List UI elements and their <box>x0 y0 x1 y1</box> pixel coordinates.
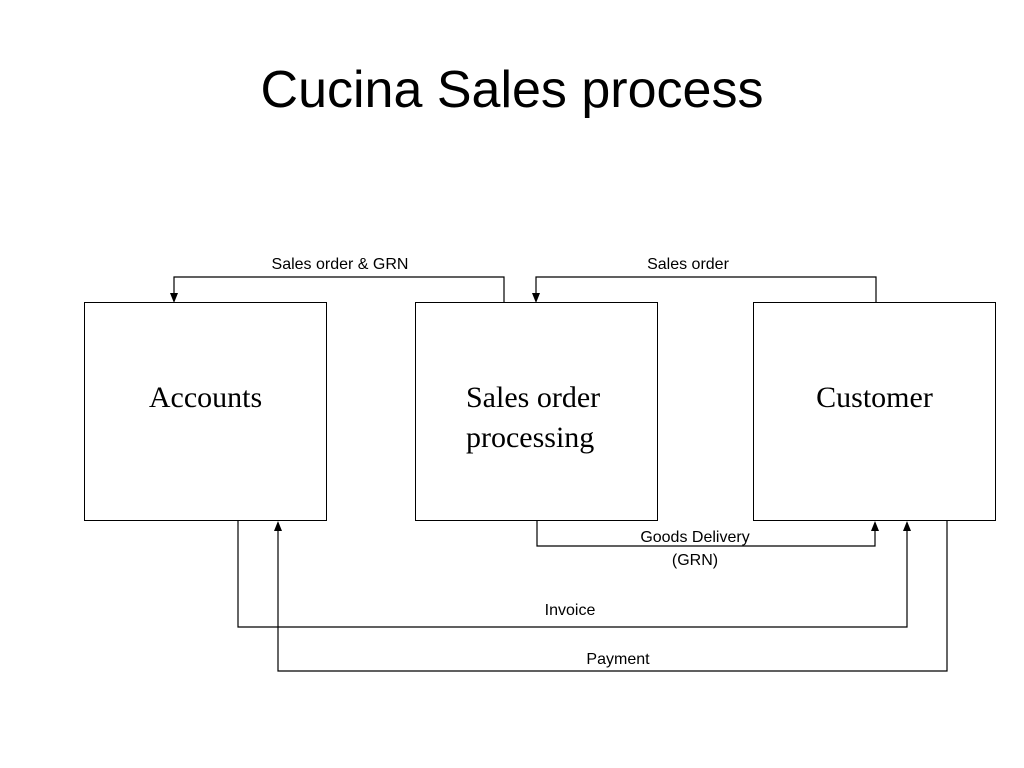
edge-goods-delivery <box>536 521 876 547</box>
node-customer-label: Customer <box>816 381 933 414</box>
node-sales-order-processing-label-line2: processing <box>466 421 595 454</box>
edge-label-goods-delivery-line2: (GRN) <box>671 552 719 569</box>
diagram-title: Cucina Sales process <box>260 61 764 119</box>
edge-label-sales-order: Sales order <box>647 256 729 273</box>
edge-label-invoice: Invoice <box>544 602 596 619</box>
node-sales-order-processing: Sales order processing <box>415 302 658 521</box>
edge-payment <box>277 521 948 672</box>
edge-sales-order-grn <box>173 276 505 302</box>
edge-label-payment: Payment <box>586 651 650 668</box>
edge-label-sales-order-grn: Sales order & GRN <box>271 256 409 273</box>
node-sales-order-processing-label-line1: Sales order <box>466 381 601 414</box>
arrowhead-accounts-top <box>170 293 178 303</box>
arrowhead-sop-top <box>532 293 540 303</box>
arrowhead-customer-invoice <box>903 521 911 531</box>
edge-invoice <box>237 521 908 628</box>
edge-label-goods-delivery-line1: Goods Delivery <box>640 529 750 546</box>
edge-sales-order <box>535 276 877 302</box>
arrowhead-accounts-payment <box>274 521 282 531</box>
arrowhead-customer-goods <box>871 521 879 531</box>
node-accounts: Accounts <box>84 302 327 521</box>
node-accounts-label: Accounts <box>148 381 263 414</box>
node-customer: Customer <box>753 302 996 521</box>
